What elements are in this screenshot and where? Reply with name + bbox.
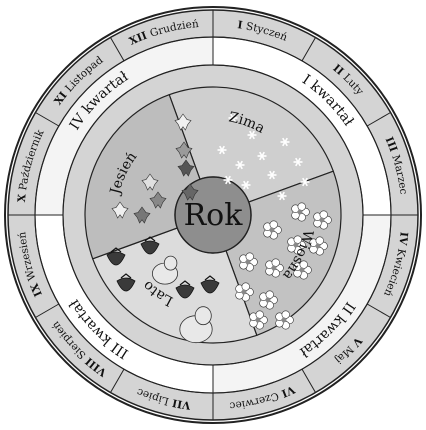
center-label: Rok bbox=[184, 198, 244, 233]
